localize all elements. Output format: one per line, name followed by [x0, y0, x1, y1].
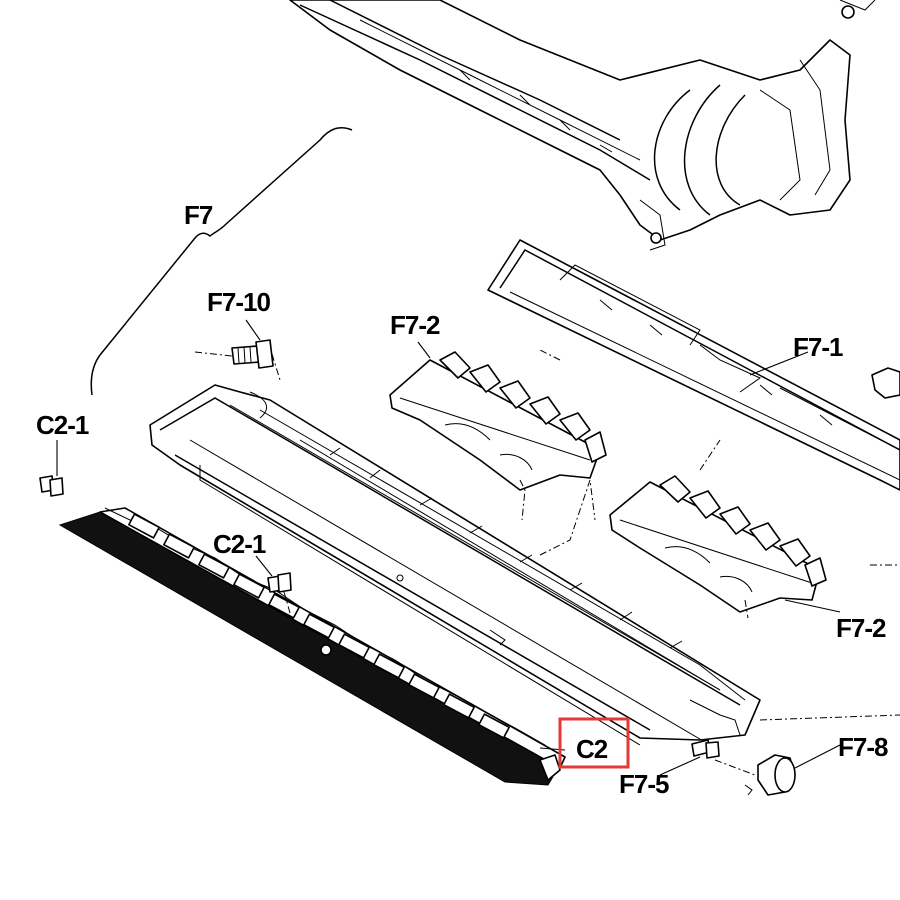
f7-8-cap-part: [744, 744, 841, 796]
label-f7-5: F7-5: [619, 769, 669, 799]
label-c2: C2: [576, 734, 608, 764]
label-f7-8: F7-8: [838, 732, 888, 762]
f7-2-part-top: [389, 351, 607, 521]
top-housing-assembly: [289, 0, 876, 251]
c2-1-screw-mid: [255, 555, 293, 621]
label-f7-10: F7-10: [207, 287, 270, 317]
main-tray-frame: [149, 384, 761, 746]
c2-1-screw-left: [39, 440, 64, 497]
label-c2-1-left: C2-1: [36, 410, 89, 440]
label-f7: F7: [184, 200, 213, 230]
assembly-dash-lines: [539, 349, 900, 776]
f7-10-part: [194, 339, 281, 381]
c2-louver-part: [58, 507, 566, 786]
f7-group-bracket: [90, 127, 353, 396]
label-f7-1: F7-1: [793, 332, 843, 362]
f7-2-part-bottom: [609, 475, 827, 619]
f7-5-screw-part: [659, 739, 720, 776]
label-f7-2-top: F7-2: [390, 310, 440, 340]
label-f7-2-bottom: F7-2: [836, 613, 886, 643]
label-c2-1-mid: C2-1: [213, 529, 266, 559]
c2-highlight-box: [558, 717, 630, 769]
f7-1-rail-part: [487, 239, 900, 491]
